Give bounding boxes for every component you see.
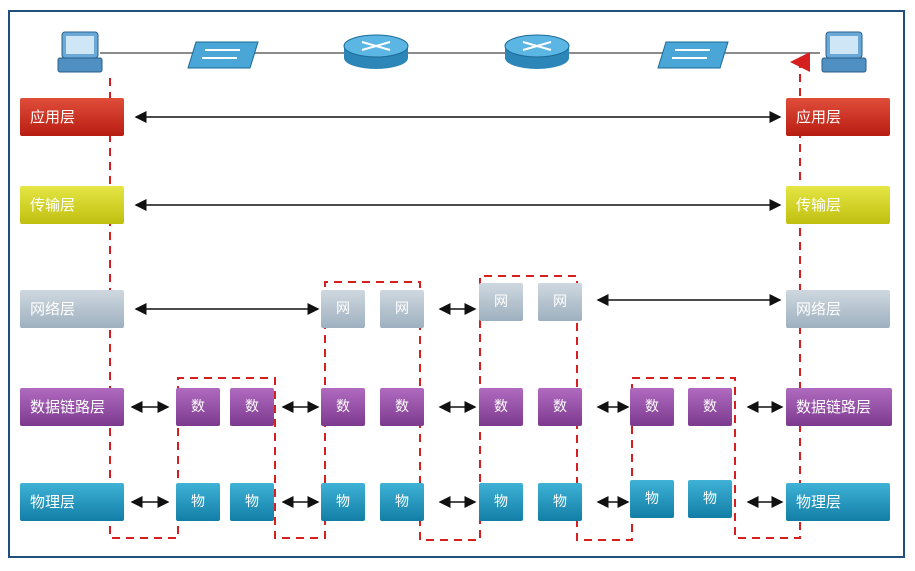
switch1-datalink-a: 数 xyxy=(176,388,220,426)
router1-network-a: 网 xyxy=(321,290,365,328)
router1-physical-a: 物 xyxy=(321,483,365,521)
right-physical-layer: 物理层 xyxy=(786,483,890,521)
right-application-layer: 应用层 xyxy=(786,98,890,136)
router-icon-right xyxy=(504,34,570,69)
router1-datalink-a: 数 xyxy=(321,388,365,426)
router2-physical-a: 物 xyxy=(479,483,523,521)
switch1-physical-b: 物 xyxy=(230,483,274,521)
switch2-datalink-b: 数 xyxy=(688,388,732,426)
right-datalink-layer: 数据链路层 xyxy=(786,388,892,426)
router1-datalink-b: 数 xyxy=(380,388,424,426)
host-icon-right xyxy=(821,31,867,73)
switch2-physical-b: 物 xyxy=(688,480,732,518)
switch-icon-right xyxy=(657,41,729,69)
switch-icon-left xyxy=(187,41,259,69)
right-transport-layer: 传输层 xyxy=(786,186,890,224)
right-network-layer: 网络层 xyxy=(786,290,890,328)
router2-network-a: 网 xyxy=(479,283,523,321)
data-path xyxy=(109,52,810,541)
router2-physical-b: 物 xyxy=(538,483,582,521)
switch1-datalink-b: 数 xyxy=(230,388,274,426)
left-network-layer: 网络层 xyxy=(20,290,124,328)
diagram-border xyxy=(8,10,905,558)
left-transport-layer: 传输层 xyxy=(20,186,124,224)
router-icon-left xyxy=(343,34,409,69)
router1-network-b: 网 xyxy=(380,290,424,328)
host-icon-left xyxy=(57,31,103,73)
router2-datalink-b: 数 xyxy=(538,388,582,426)
router2-datalink-a: 数 xyxy=(479,388,523,426)
router1-physical-b: 物 xyxy=(380,483,424,521)
router2-network-b: 网 xyxy=(538,283,582,321)
switch1-physical-a: 物 xyxy=(176,483,220,521)
switch2-physical-a: 物 xyxy=(630,480,674,518)
left-datalink-layer: 数据链路层 xyxy=(20,388,124,426)
left-physical-layer: 物理层 xyxy=(20,483,124,521)
left-application-layer: 应用层 xyxy=(20,98,124,136)
switch2-datalink-a: 数 xyxy=(630,388,674,426)
